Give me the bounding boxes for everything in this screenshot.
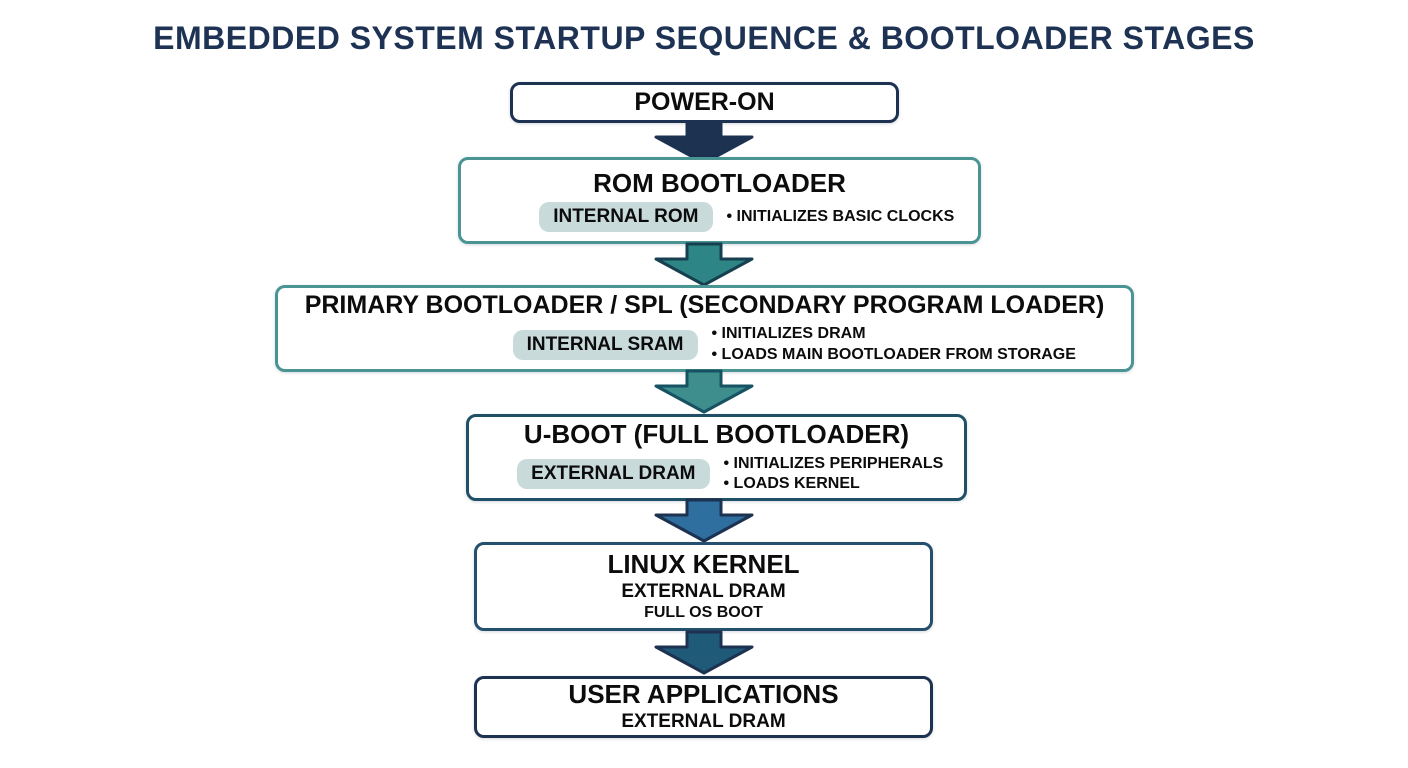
- uboot-memory-badge: EXTERNAL DRAM: [517, 459, 710, 490]
- rom-bullet-1: • INITIALIZES BASIC CLOCKS: [726, 208, 955, 226]
- spl-bullet-2: • LOADS MAIN BOOTLOADER FROM STORAGE: [711, 345, 1076, 363]
- stage-power-on-title: POWER-ON: [634, 88, 775, 117]
- flow-arrow-1: [654, 120, 754, 165]
- stage-user-applications: USER APPLICATIONS EXTERNAL DRAM: [474, 676, 933, 738]
- stage-uboot: U-BOOT (FULL BOOTLOADER) EXTERNAL DRAM •…: [466, 414, 967, 501]
- kernel-boot-line: FULL OS BOOT: [644, 604, 763, 622]
- stage-rom-bootloader: ROM BOOTLOADER INTERNAL ROM • INITIALIZE…: [458, 157, 981, 244]
- rom-memory-badge: INTERNAL ROM: [539, 202, 713, 233]
- flow-arrow-2: [654, 242, 754, 287]
- stage-spl-title: PRIMARY BOOTLOADER / SPL (SECONDARY PROG…: [304, 291, 1105, 320]
- rom-detail-row: INTERNAL ROM • INITIALIZES BASIC CLOCKS: [461, 202, 978, 233]
- spl-bullet-1: • INITIALIZES DRAM: [711, 325, 866, 343]
- flow-arrow-4: [654, 498, 754, 543]
- uboot-detail-row: EXTERNAL DRAM • INITIALIZES PERIPHERALS …: [469, 454, 964, 496]
- uboot-bullet-1: • INITIALIZES PERIPHERALS: [723, 454, 944, 472]
- stage-kernel-title: LINUX KERNEL: [607, 548, 800, 579]
- kernel-memory-line: EXTERNAL DRAM: [621, 580, 786, 602]
- flow-arrow-3: [654, 369, 754, 414]
- stage-primary-bootloader-spl: PRIMARY BOOTLOADER / SPL (SECONDARY PROG…: [275, 285, 1134, 372]
- spl-detail-row: INTERNAL SRAM • INITIALIZES DRAM • LOADS…: [278, 324, 1131, 366]
- stage-rom-title: ROM BOOTLOADER: [593, 167, 846, 198]
- page-title: EMBEDDED SYSTEM STARTUP SEQUENCE & BOOTL…: [153, 20, 1255, 56]
- stage-linux-kernel: LINUX KERNEL EXTERNAL DRAM FULL OS BOOT: [474, 542, 933, 631]
- uboot-bullet-2: • LOADS KERNEL: [723, 475, 860, 493]
- stage-uboot-title: U-BOOT (FULL BOOTLOADER): [523, 418, 910, 449]
- stage-apps-title: USER APPLICATIONS: [568, 679, 839, 710]
- flow-arrow-5: [654, 630, 754, 675]
- spl-memory-badge: INTERNAL SRAM: [512, 329, 698, 360]
- stage-power-on: POWER-ON: [510, 82, 899, 123]
- apps-memory-line: EXTERNAL DRAM: [621, 711, 786, 733]
